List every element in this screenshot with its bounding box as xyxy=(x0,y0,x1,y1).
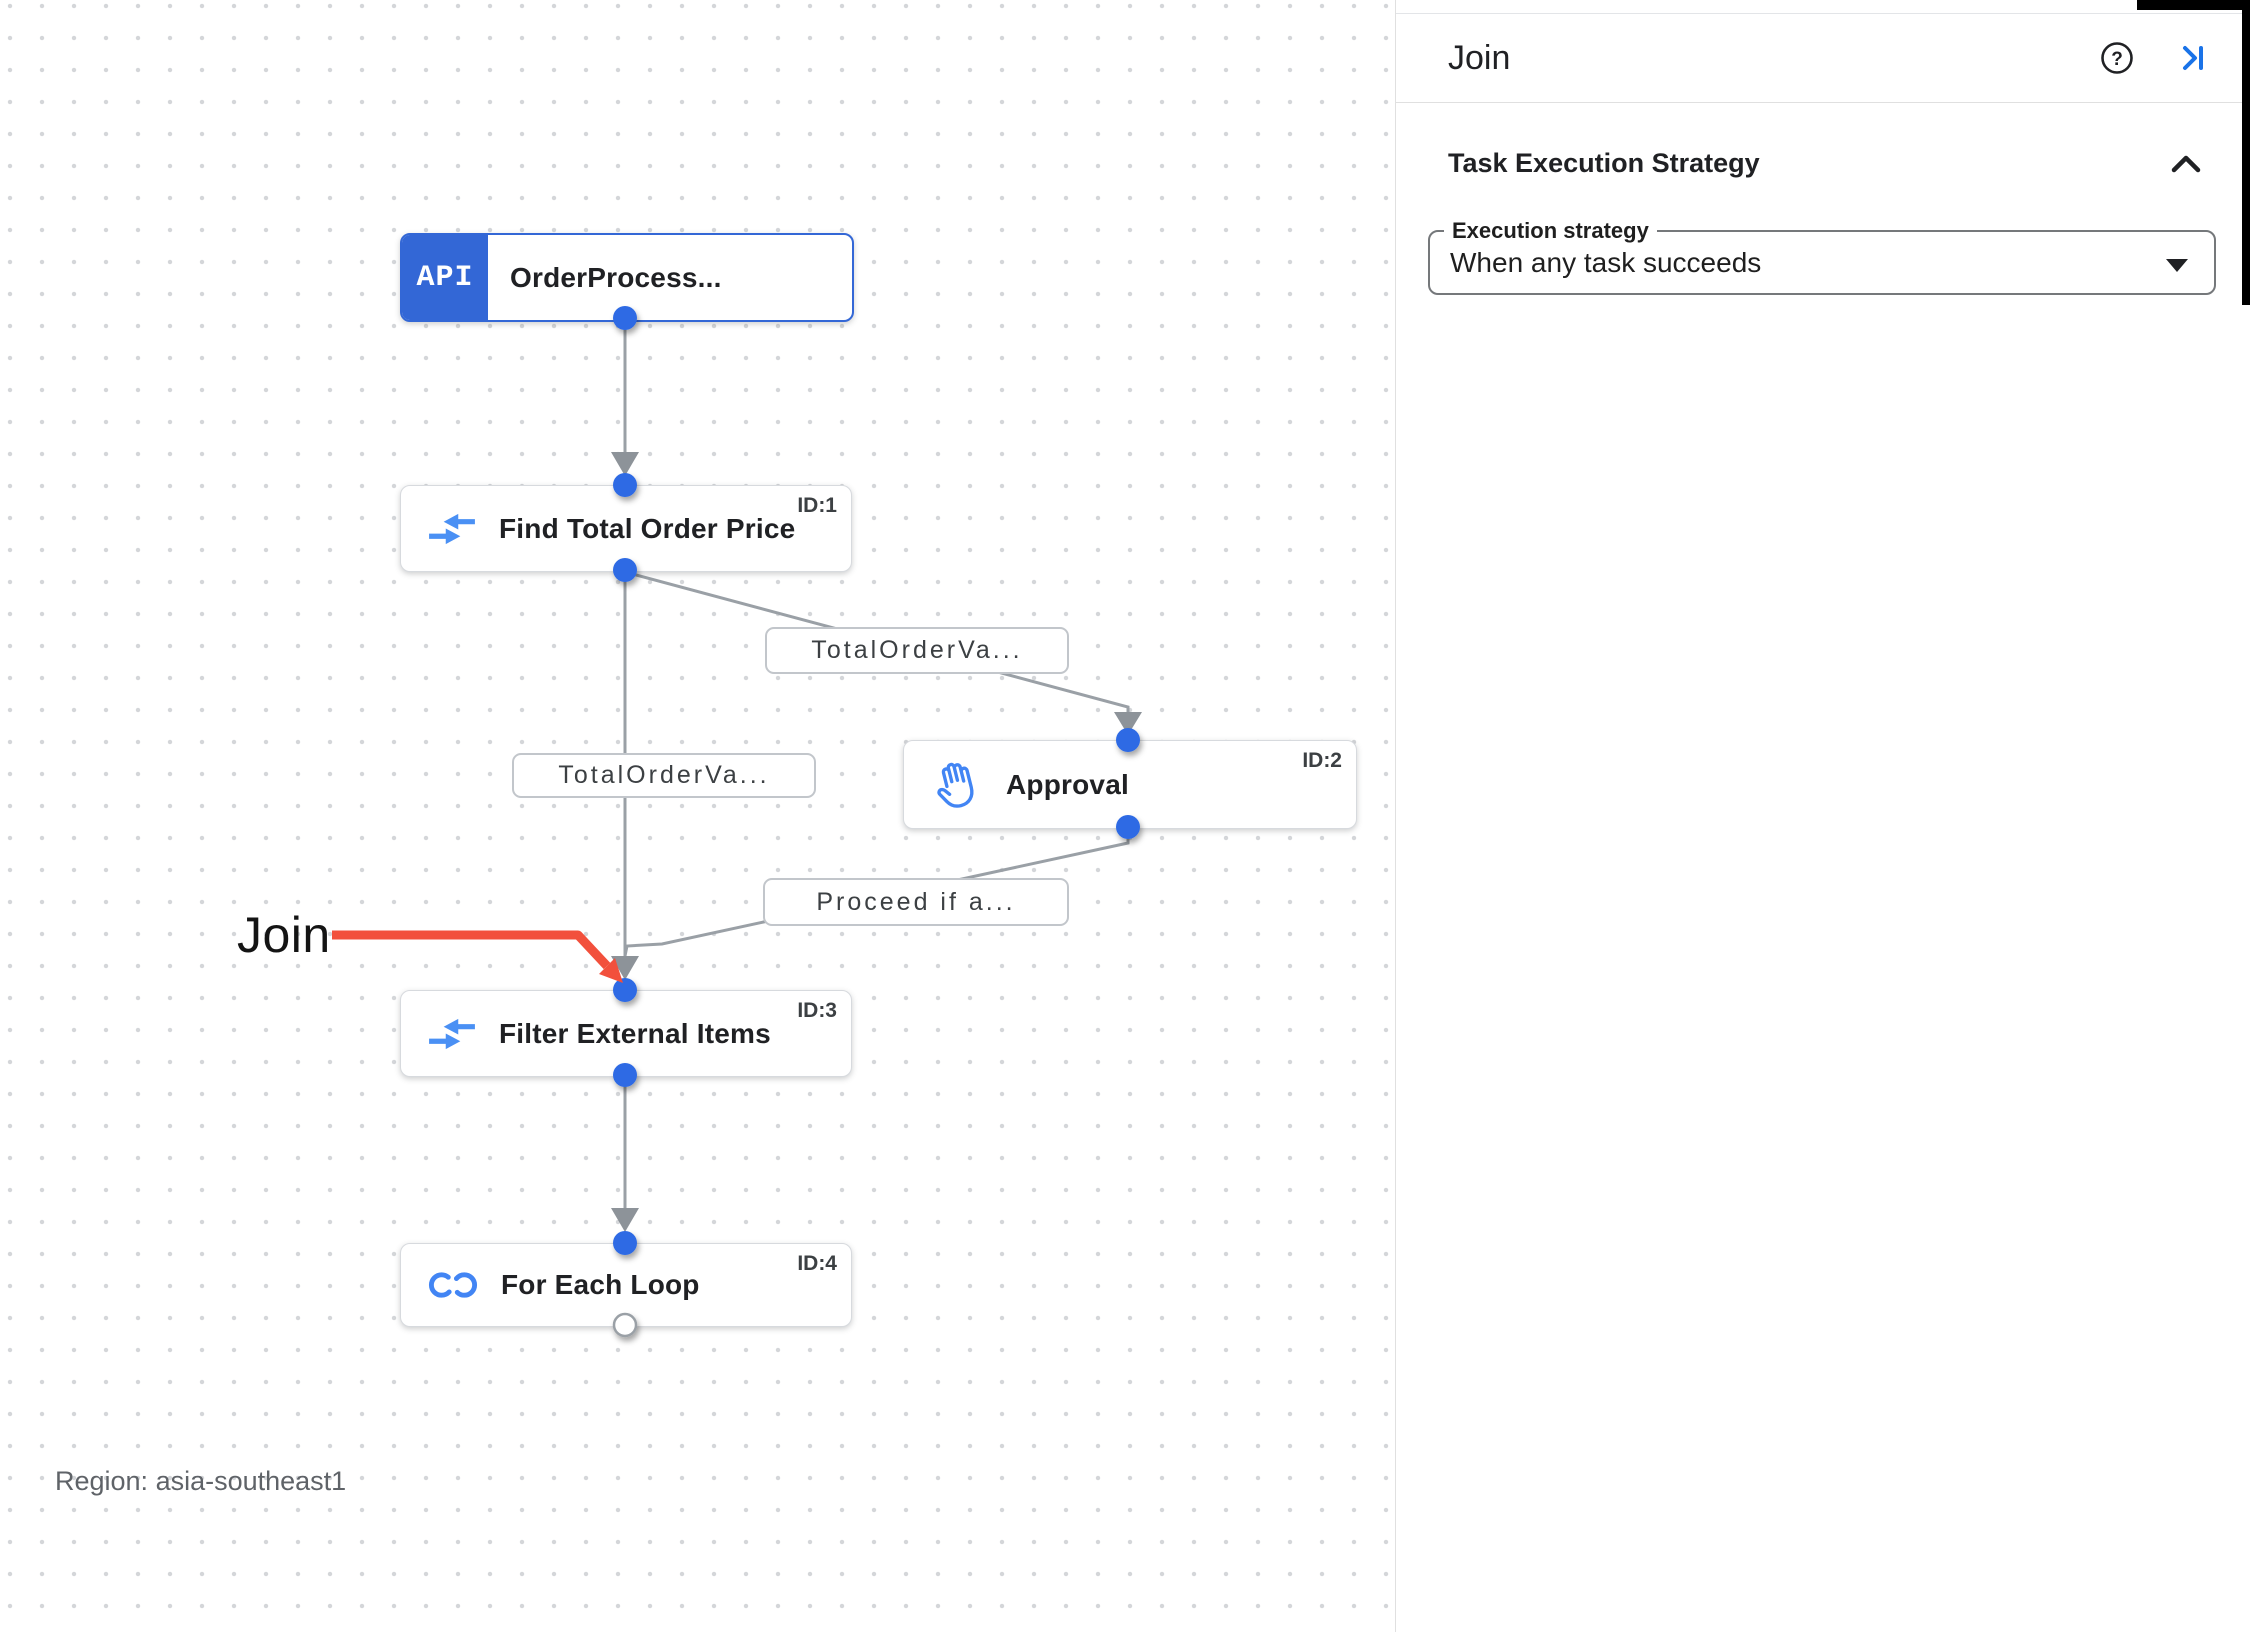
join-annotation-text: Join xyxy=(237,907,331,963)
edge-label-text: Proceed if a... xyxy=(816,887,1016,916)
execution-strategy-dropdown[interactable]: Execution strategy When any task succeed… xyxy=(1428,219,2216,295)
node-title: Filter External Items xyxy=(499,1017,771,1049)
task-node-for-each-loop[interactable]: For Each Loop ID:4 xyxy=(400,1243,852,1327)
help-icon[interactable]: ? xyxy=(2099,40,2135,76)
window-edge-artifact xyxy=(2137,0,2250,10)
node-title: For Each Loop xyxy=(501,1269,700,1300)
section-heading: Task Execution Strategy xyxy=(1448,148,1760,178)
panel-divider xyxy=(1396,102,2250,103)
approval-hand-icon xyxy=(924,752,989,817)
arrowhead xyxy=(611,956,639,980)
task-node-filter-external-items[interactable]: Filter External Items ID:3 xyxy=(400,990,852,1077)
panel-top-border xyxy=(1396,13,2250,14)
node-title: OrderProcess... xyxy=(510,261,722,293)
svg-text:?: ? xyxy=(2111,49,2123,70)
arrowhead xyxy=(1114,712,1142,735)
task-execution-strategy-section: Task Execution Strategy xyxy=(1396,148,2250,179)
arrowhead xyxy=(611,1208,639,1232)
node-id-badge: ID:4 xyxy=(797,1252,837,1275)
collapse-panel-icon[interactable] xyxy=(2175,40,2211,76)
node-title: Approval xyxy=(1006,768,1129,800)
task-node-approval[interactable]: Approval ID:2 xyxy=(903,740,1357,829)
dropdown-caret-icon xyxy=(2166,259,2188,272)
node-id-badge: ID:1 xyxy=(797,494,837,517)
chevron-up-icon[interactable] xyxy=(2169,152,2203,176)
execution-strategy-value: When any task succeeds xyxy=(1450,246,1762,278)
data-mapping-icon xyxy=(427,1013,477,1055)
data-mapping-icon xyxy=(427,508,477,550)
edge-label-proceed-if[interactable]: Proceed if a... xyxy=(763,878,1069,926)
node-id-badge: ID:3 xyxy=(797,999,837,1022)
execution-strategy-label: Execution strategy xyxy=(1444,219,1657,243)
for-each-loop-icon xyxy=(427,1268,479,1302)
workflow-canvas[interactable]: TotalOrderVa... TotalOrderVa... Proceed … xyxy=(0,0,1395,1632)
task-node-find-total-order-price[interactable]: Find Total Order Price ID:1 xyxy=(400,485,852,572)
panel-header: Join ? xyxy=(1396,14,2250,102)
edge-label-totalordervalue-left[interactable]: TotalOrderVa... xyxy=(512,753,816,798)
edge-label-totalordervalue-right[interactable]: TotalOrderVa... xyxy=(765,627,1069,674)
config-panel: Join ? Task Execution Strategy xyxy=(1395,0,2250,1632)
arrowhead xyxy=(611,452,639,476)
scrollbar-artifact xyxy=(2242,10,2250,305)
panel-title: Join xyxy=(1448,38,1511,77)
join-annotation-arrow xyxy=(332,930,623,983)
edge-label-text: TotalOrderVa... xyxy=(811,636,1023,664)
edge-label-text: TotalOrderVa... xyxy=(558,761,770,789)
region-label: Region: asia-southeast1 xyxy=(55,1466,347,1496)
node-id-badge: ID:2 xyxy=(1302,749,1342,772)
node-title: Find Total Order Price xyxy=(499,512,796,544)
api-trigger-badge: API xyxy=(402,235,488,320)
trigger-node-orderprocess[interactable]: API OrderProcess... xyxy=(400,233,854,322)
